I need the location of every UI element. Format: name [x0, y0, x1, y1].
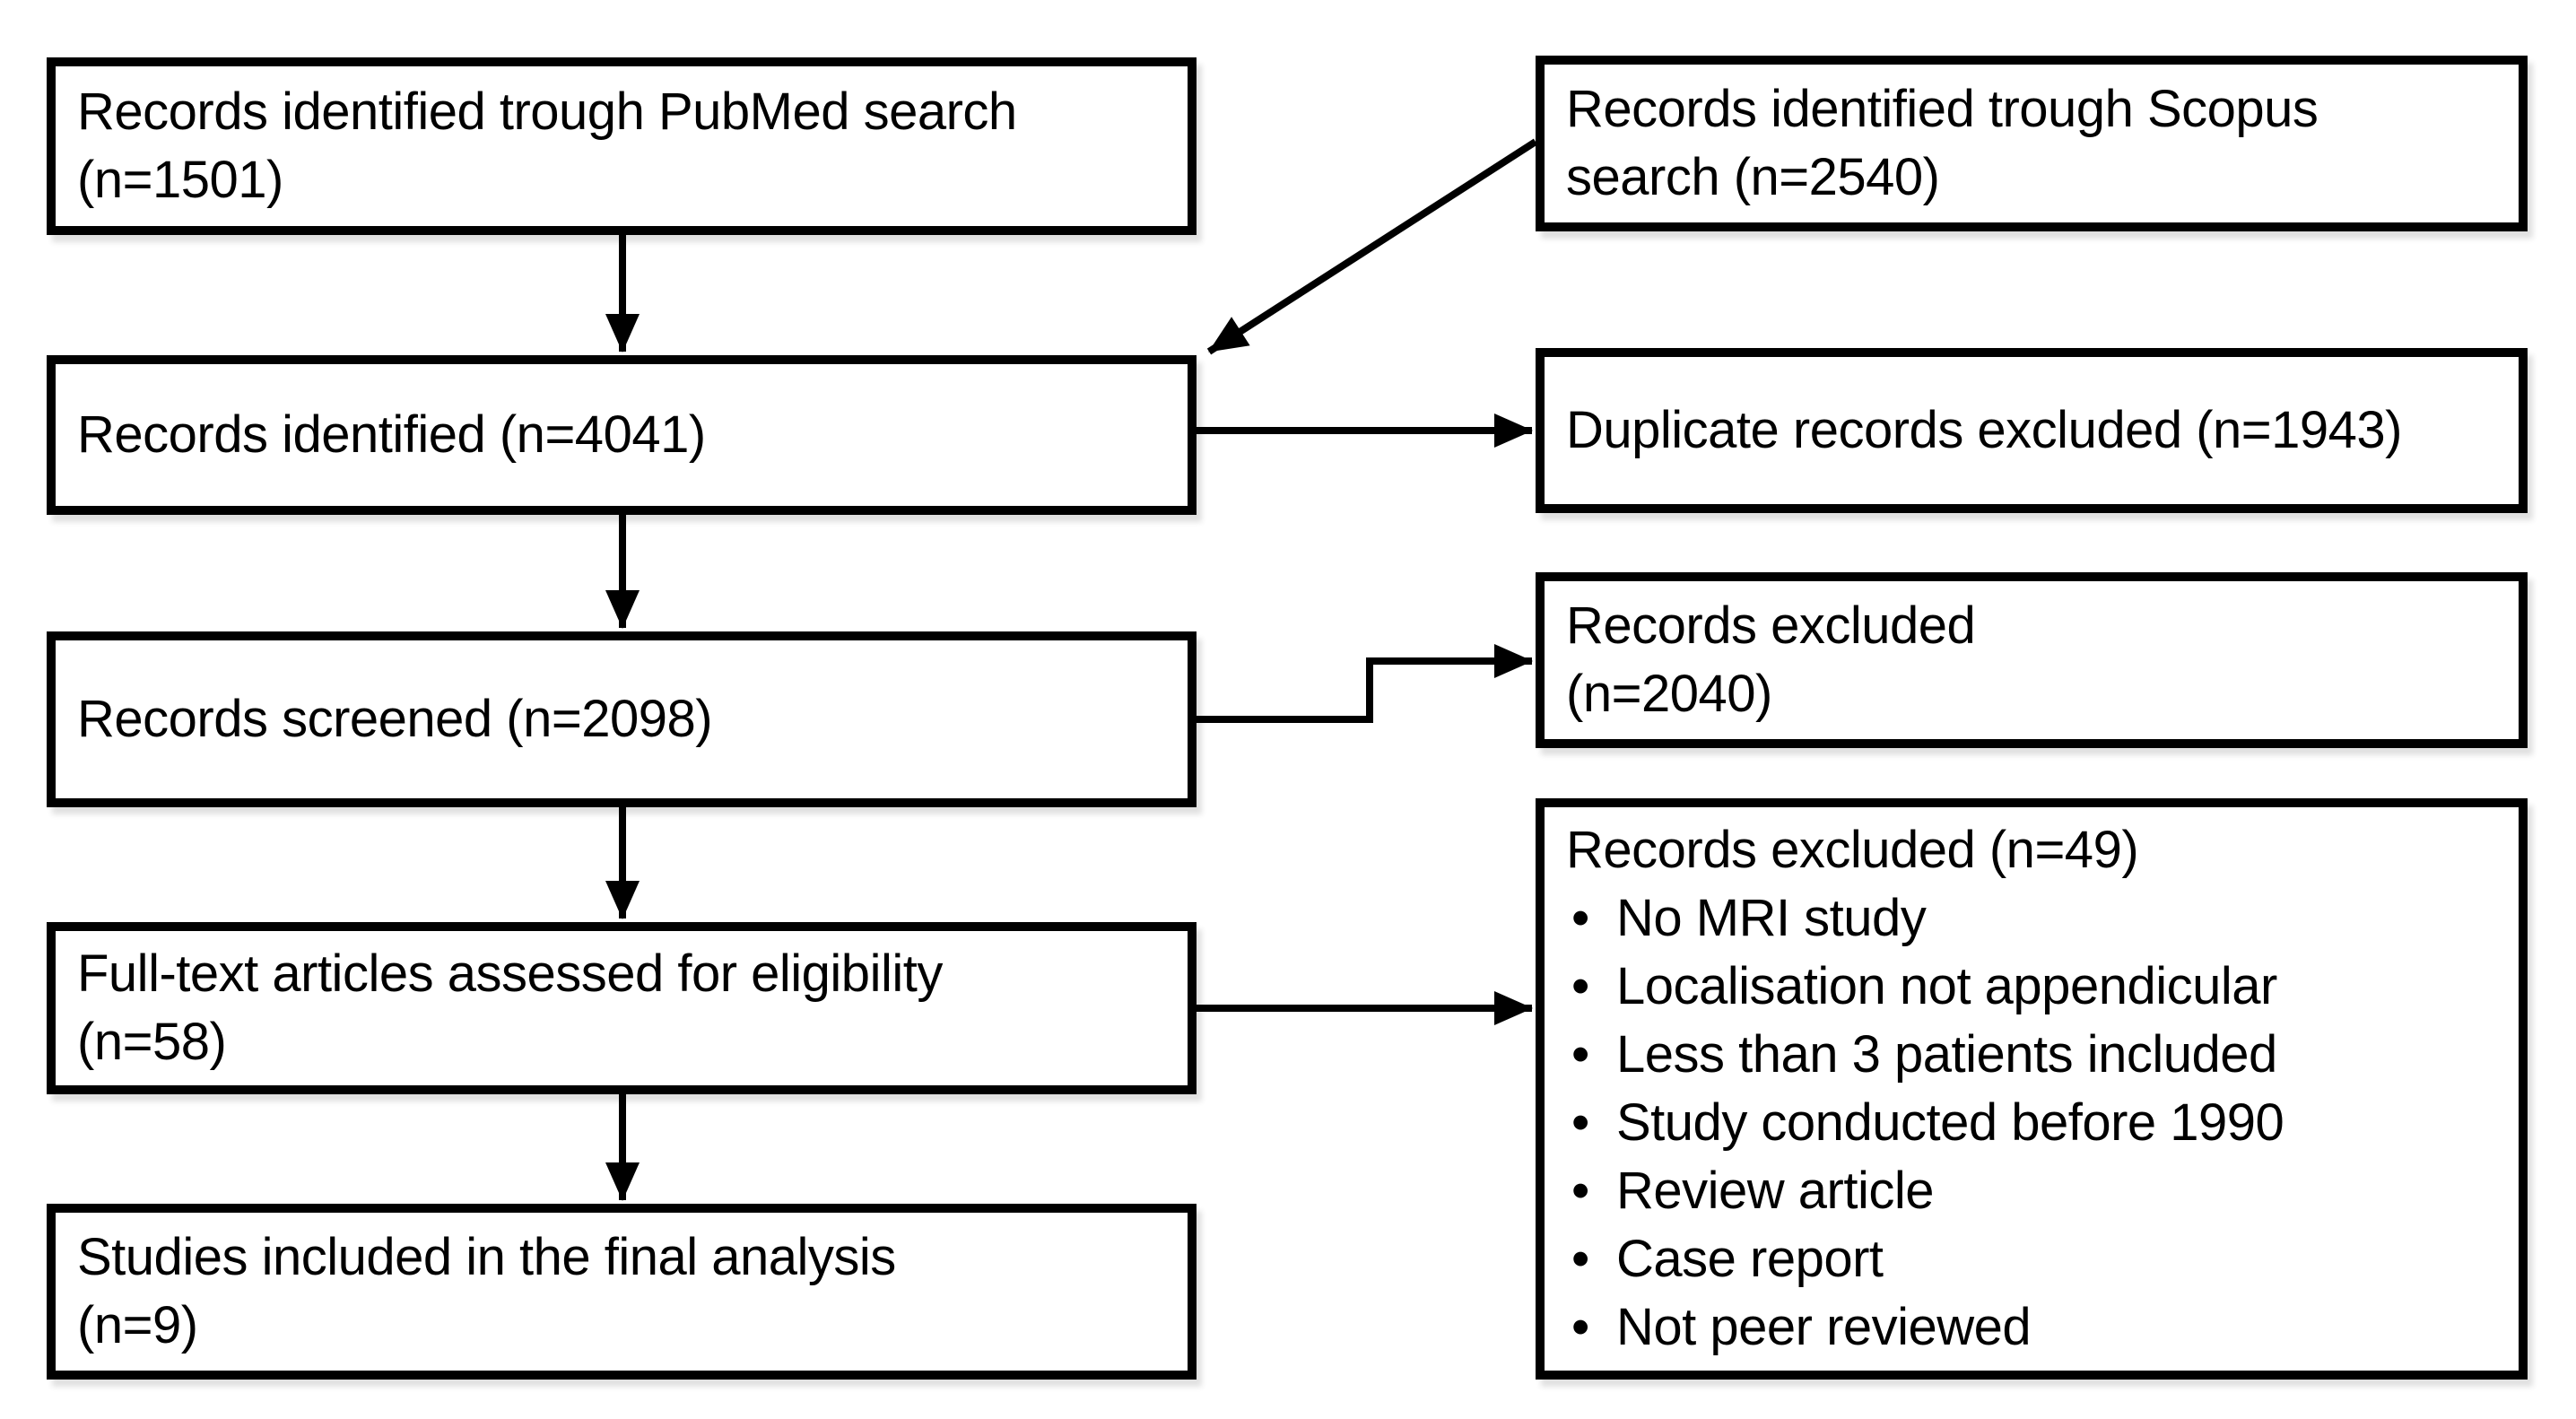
- box-pubmed-search: Records identified trough PubMed search …: [47, 57, 1197, 235]
- exclusion-reason: Review article: [1566, 1157, 2497, 1225]
- exclusion-reason: Less than 3 patients included: [1566, 1021, 2497, 1089]
- box-duplicates-excluded-text: Duplicate records excluded (n=1943): [1566, 401, 2403, 459]
- box-fulltext-excluded-title: Records excluded (n=49): [1566, 821, 2139, 879]
- box-records-screened-text: Records screened (n=2098): [77, 690, 713, 748]
- exclusion-reason: Case report: [1566, 1225, 2497, 1293]
- box-fulltext-excluded: Records excluded (n=49) No MRI study Loc…: [1536, 798, 2528, 1380]
- exclusion-reason: Localisation not appendicular: [1566, 953, 2497, 1021]
- box-pubmed-search-text: Records identified trough PubMed search …: [77, 83, 1017, 209]
- exclusion-reason: Study conducted before 1990: [1566, 1089, 2497, 1157]
- box-records-excluded-screening-text: Records excluded (n=2040): [1566, 596, 1976, 723]
- box-duplicates-excluded: Duplicate records excluded (n=1943): [1536, 348, 2528, 513]
- box-fulltext-assessed: Full-text articles assessed for eligibil…: [47, 922, 1197, 1094]
- box-records-screened: Records screened (n=2098): [47, 631, 1197, 807]
- box-studies-included-text: Studies included in the final analysis (…: [77, 1228, 896, 1354]
- box-records-excluded-screening: Records excluded (n=2040): [1536, 572, 2528, 748]
- exclusion-reasons-list: No MRI study Localisation not appendicul…: [1566, 884, 2497, 1362]
- box-scopus-search: Records identified trough Scopus search …: [1536, 56, 2528, 231]
- exclusion-reason: No MRI study: [1566, 884, 2497, 953]
- box-records-identified-text: Records identified (n=4041): [77, 405, 706, 464]
- arrow-screened-to-excluded: [1197, 644, 1533, 723]
- exclusion-reason: Not peer reviewed: [1566, 1293, 2497, 1362]
- box-scopus-search-text: Records identified trough Scopus search …: [1566, 80, 2319, 206]
- arrow-scopus-to-identified: [1206, 138, 1538, 355]
- box-studies-included: Studies included in the final analysis (…: [47, 1204, 1197, 1380]
- box-records-identified: Records identified (n=4041): [47, 355, 1197, 515]
- box-fulltext-assessed-text: Full-text articles assessed for eligibil…: [77, 945, 943, 1071]
